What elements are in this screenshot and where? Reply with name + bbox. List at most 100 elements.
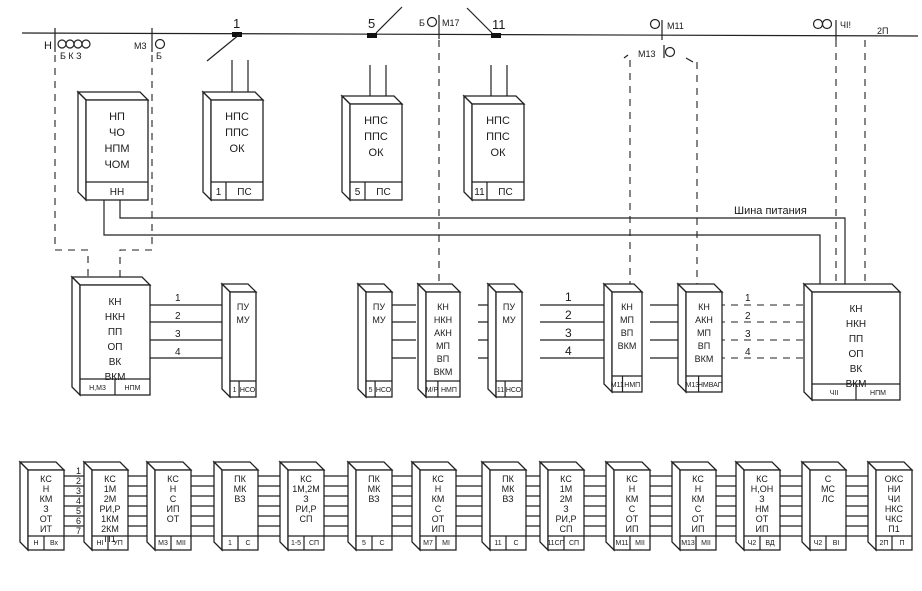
block-footer: 1 [216,187,222,198]
block-label: НКН [434,315,452,325]
signal-2p: 2П [877,26,888,36]
wire-number: 3 [76,486,81,496]
block-label: 2М [104,494,117,504]
block-label: ВК [109,357,122,368]
svg-text:М17: М17 [442,18,460,28]
wire-number: 4 [565,344,572,358]
block-footer: Вх [50,540,59,547]
block-label: ИП [432,524,445,534]
block-label: НМ [755,504,769,514]
block-footer: М11 [615,540,628,547]
block-label: КС [432,474,444,484]
block-label: С [629,504,636,514]
block-label: КС [756,474,768,484]
block-label: КС [104,474,116,484]
wire-number: 2 [745,311,751,322]
svg-text:М11: М11 [667,21,684,31]
top-arrows [231,60,508,100]
block-label: ОТ [432,514,445,524]
block-label: Н [170,484,177,494]
block-label: КМ [40,494,53,504]
block-footer: НСО [376,387,392,394]
block-label: П1 [104,534,115,544]
block-label: ППС [486,131,510,143]
block-label: ВЗ [234,494,245,504]
block-label: П1 [888,524,899,534]
block-label: МП [620,315,634,325]
block-footer: ВI [833,540,840,547]
wire-number: 4 [175,347,181,358]
svg-text:2П: 2П [877,26,888,36]
block-label: 1КМ [101,514,119,524]
block-label: НИ [888,484,901,494]
svg-text:ЧI!: ЧI! [840,20,851,30]
wire-number: 2 [565,308,572,322]
block-label: АКН [695,315,713,325]
block-footer: Н,М3 [89,385,106,392]
block-label: НКН [105,312,125,323]
wire-number: 1 [175,293,181,304]
wire-number: 2 [76,476,81,486]
block-label: ПК [234,474,246,484]
block-label: НПС [486,115,510,127]
svg-text:М13: М13 [638,49,656,59]
block-label: ВКМ [618,341,637,351]
wire-number: 4 [745,347,751,358]
block-label: ИТ [40,524,52,534]
block-label: Н [435,484,442,494]
block-footer: 5 [362,540,366,547]
block-label: МК [234,484,247,494]
block-label: ПК [368,474,380,484]
block-label: ВКМ [695,354,714,364]
block-label: ВЗ [502,494,513,504]
wire-number: 7 [76,526,81,536]
block-label: РИ,Р [296,504,317,514]
block-footer: ВД [765,540,775,547]
track-line [21,32,919,37]
block-footer: 11СП [547,540,564,547]
block-footer: П [899,540,904,547]
block-label: КН [698,302,710,312]
block-footer: СП [309,540,319,547]
block-footer: НПМ [870,390,886,397]
block-label: МК [368,484,381,494]
block-footer: НПМ [125,385,141,392]
block-label: 1М [104,484,117,494]
block-label: КН [437,302,449,312]
block-label: ЧКС [885,514,903,524]
block-footer: Ч2 [748,540,757,547]
block-footer: ПС [498,187,512,198]
block-label: МП [436,341,450,351]
block-footer: Ч2 [814,540,823,547]
block-label: МС [821,484,835,494]
block-footer: 2П [880,540,889,547]
block-label: НКН [846,319,866,330]
block-label: КМ [626,494,639,504]
block-label: ПК [502,474,514,484]
signal-ch: ЧI! [812,18,851,40]
signal-m3: М3 Б [134,28,166,61]
block-label: 1М [560,484,573,494]
block-label: ВЗ [368,494,379,504]
block-footer: НМП [624,382,640,389]
power-bus-label: Шина питания [734,205,807,217]
block-label: АКН [434,328,452,338]
block-label: ОТ [167,514,180,524]
block-label: НП [109,111,125,123]
wire-number: 2 [175,311,181,322]
block-label: ЧО [109,127,125,139]
block-footer: 11 [497,387,504,394]
signal-m17: Б М17 [419,15,460,39]
block-footer: НМП [441,387,457,394]
block-label: ЛС [822,494,835,504]
block-footer: М13 [681,540,695,547]
block-label: КМ [432,494,445,504]
